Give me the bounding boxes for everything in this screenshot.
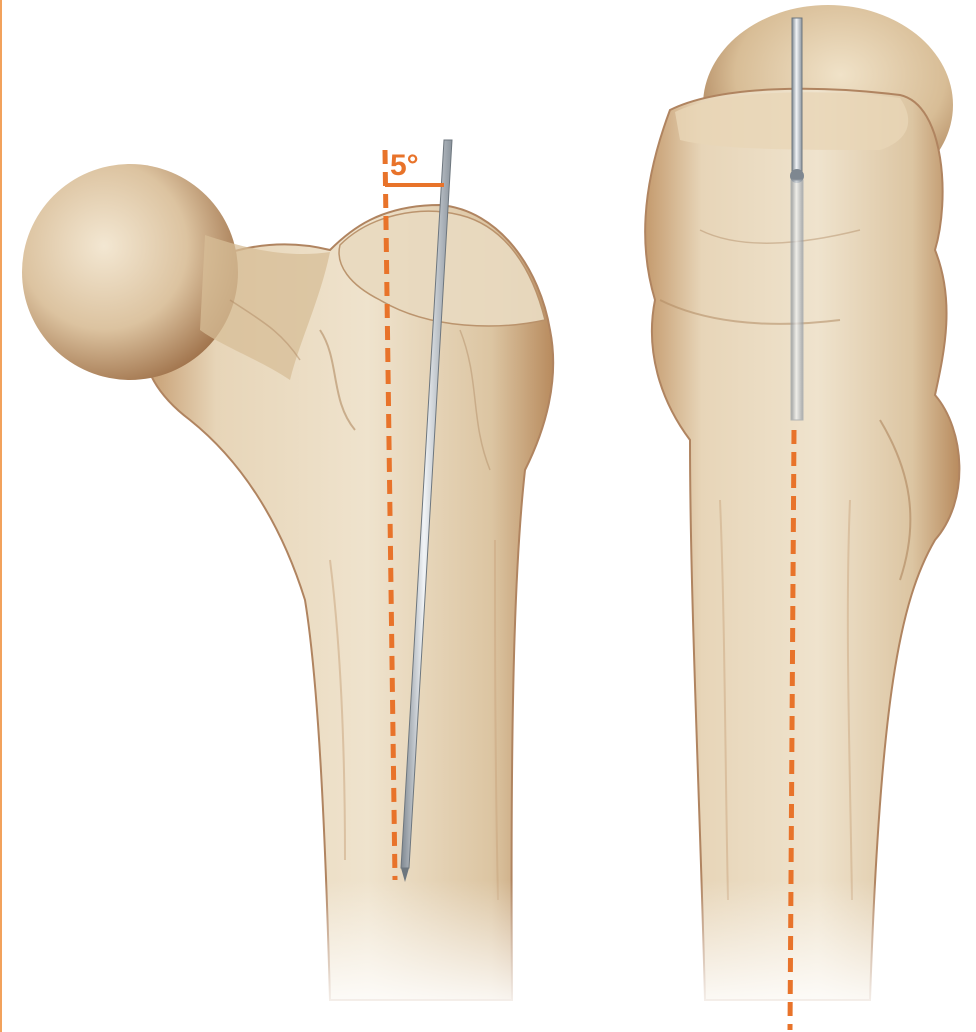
angle-indicator: 5° xyxy=(385,149,444,185)
angle-label: 5° xyxy=(390,149,419,182)
guide-pin-lateral xyxy=(790,18,804,420)
femur-ap-view xyxy=(22,164,553,1020)
